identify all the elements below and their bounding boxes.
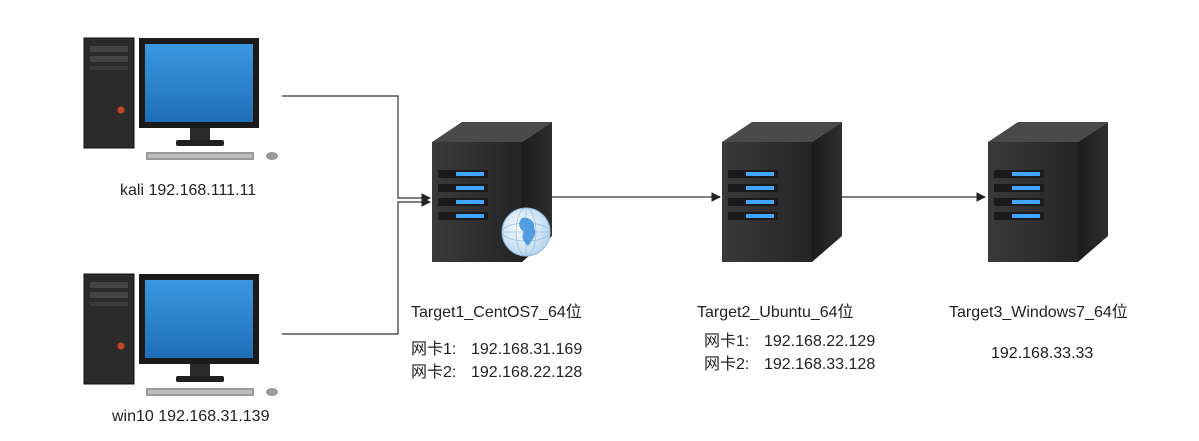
target2-nic2: 网卡2: 192.168.33.128 [704,355,875,375]
nic-ip: 192.168.22.129 [764,333,876,350]
server-icon [722,122,842,262]
connector-kali-to-target1 [282,95,431,203]
target2-title: Target2_Ubuntu_64位 [697,304,854,321]
target2-nic1: 网卡1: 192.168.22.129 [704,332,875,352]
nic-key: 网卡1: [704,333,750,350]
desktop-computer-icon [83,273,279,397]
target1-nic1: 网卡1: 192.168.31.169 [411,340,582,360]
nic-ip: 192.168.33.128 [764,356,876,373]
host-label-win10: win10 192.168.31.139 [112,408,270,425]
server-icon [988,122,1108,262]
target3-ip: 192.168.33.33 [991,345,1094,362]
target3-title: Target3_Windows7_64位 [949,304,1128,321]
connector-win10-to-target1 [282,197,431,335]
nic-ip: 192.168.31.169 [471,341,583,358]
host-label-kali: kali 192.168.111.11 [120,182,257,199]
nic-ip: 192.168.22.128 [471,364,583,381]
nic-key: 网卡2: [411,364,457,381]
target1-title: Target1_CentOS7_64位 [411,304,582,321]
target1-nic2: 网卡2: 192.168.22.128 [411,363,582,383]
desktop-computer-icon [83,37,279,161]
globe-icon [501,207,551,257]
nic-key: 网卡2: [704,356,750,373]
nic-key: 网卡1: [411,341,457,358]
